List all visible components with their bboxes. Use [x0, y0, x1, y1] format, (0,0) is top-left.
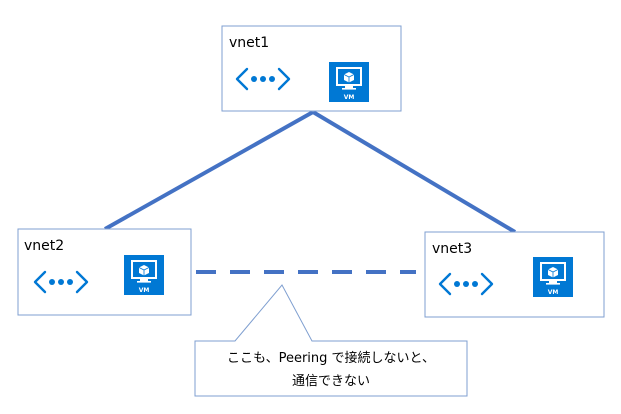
vnet1-box[interactable]: vnet1 VM: [221, 25, 402, 112]
callout-line-2: 通信できない: [292, 374, 370, 389]
vnet3-label: vnet3: [432, 241, 472, 257]
vm-icon: VM: [328, 61, 370, 103]
callout: ここも、Peering で接続しないと、 通信できない: [194, 284, 468, 397]
vm-icon: VM: [532, 256, 574, 298]
vnet2-label: vnet2: [24, 238, 64, 254]
vm-icon: VM: [123, 254, 165, 296]
vnet2-box[interactable]: vnet2 VM: [17, 228, 192, 316]
peering-line-vnet1-vnet2: [104, 110, 314, 231]
vnet1-label: vnet1: [229, 35, 269, 51]
peering-line-vnet1-vnet3: [311, 110, 517, 234]
vm-label: VM: [548, 289, 559, 296]
vnet3-box[interactable]: vnet3 VM: [424, 231, 605, 318]
vm-label: VM: [344, 94, 355, 101]
callout-line-1: ここも、Peering で接続しないと、: [227, 350, 435, 366]
vm-label: VM: [139, 287, 150, 294]
